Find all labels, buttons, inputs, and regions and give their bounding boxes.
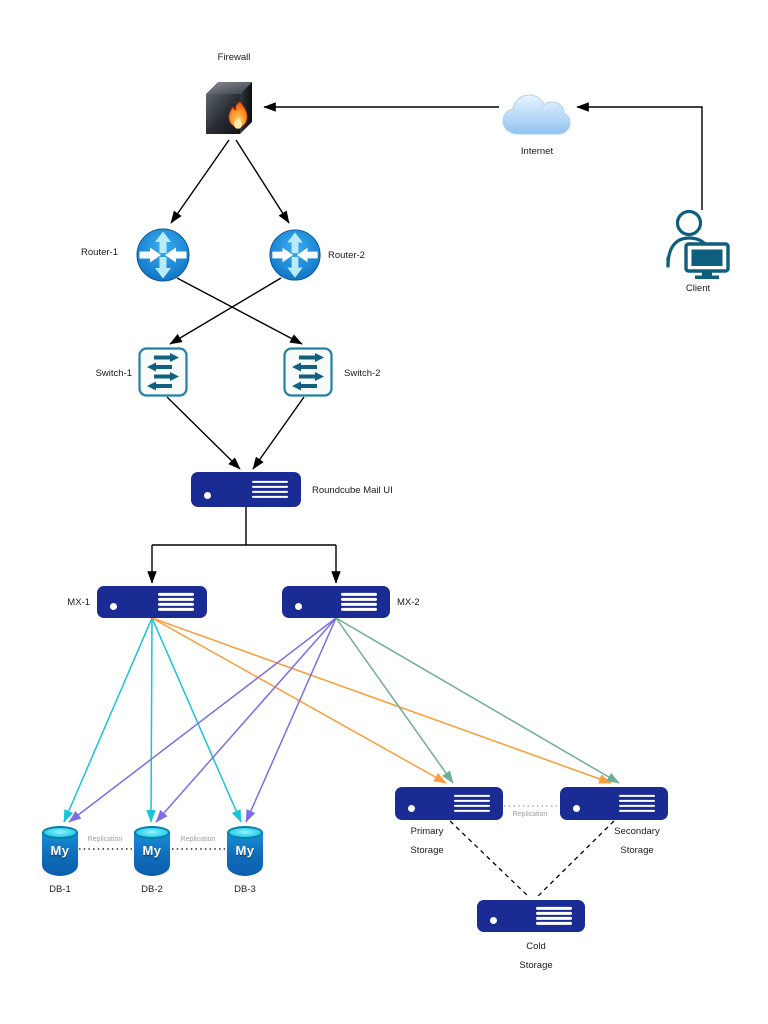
replication-label-db1-db2: Replication [87,836,123,843]
primary-storage-label-line1: Primary [410,826,444,837]
edge-mx2-db1 [68,617,337,823]
edge-switch1-roundcube [166,396,241,470]
edge-mx2-primary-storage [335,617,454,784]
secondary-storage-label-line2: Storage [620,844,654,856]
edge-mx2-secondary-storage [335,617,620,784]
internet-node [498,91,574,139]
primary-storage-label: Primary Storage [394,823,460,860]
server-led-icon [204,492,211,499]
router-icon [136,228,190,282]
mysql-cylinder-top-icon [227,826,263,839]
edge-router1-switch2 [176,277,303,345]
mx2-node [282,586,390,618]
switch-icon [283,347,333,397]
server-vents-icon [252,478,288,500]
mysql-cylinder-top-icon [42,826,78,839]
switch-icon [138,347,188,397]
primary-storage-node [395,787,503,820]
edge-mx1-db2 [146,617,156,823]
cold-storage-node [477,900,585,932]
roundcube-label: Roundcube Mail UI [312,485,393,496]
router-icon [269,229,321,281]
mysql-cylinder-icon [227,832,263,876]
secondary-storage-node [560,787,668,820]
router1-label: Router-1 [81,247,118,258]
mysql-logo-text: My [142,843,162,858]
replication-label-primary-secondary: Replication [512,811,548,818]
edge-mx1-db3 [151,617,242,823]
client-label: Client [685,283,711,294]
edge-mx2-db2 [155,617,337,823]
switch2-label: Switch-2 [344,368,381,379]
edge-client-internet [576,102,703,210]
replication-label-db2-db3: Replication [180,836,216,843]
db2-node: My [134,826,170,878]
db3-node: My [227,826,263,878]
server-led-icon [110,603,117,610]
server-vents-icon [158,591,194,613]
mysql-cylinder-icon [134,832,170,876]
db1-node: My [42,826,78,878]
edge-firewall-router2 [235,139,290,224]
switch1-node [138,347,188,397]
secondary-storage-label-line1: Secondary [614,826,660,837]
edge-switch2-roundcube [252,396,305,470]
db2-label: DB-2 [141,884,163,895]
mx2-label: MX-2 [397,597,420,608]
client-icon [666,209,730,279]
cloud-icon [502,94,571,135]
mysql-logo-text: My [235,843,255,858]
router1-node [135,227,191,283]
server-led-icon [573,805,580,812]
server-vents-icon [341,591,377,613]
primary-storage-label-line2: Storage [410,844,444,856]
client-node [664,208,732,280]
edge-router2-switch1 [169,277,282,345]
server-vents-icon [536,905,572,927]
edge-secondary-cold [536,820,615,898]
firewall-label: Firewall [217,52,251,63]
mx1-label: MX-1 [67,597,90,608]
edge-mx1-secondary-storage [151,617,612,784]
mx1-node [97,586,207,618]
cold-storage-label-line2: Storage [519,959,553,971]
cold-storage-label-line1: Cold [526,941,546,952]
mysql-cylinder-top-icon [134,826,170,839]
server-led-icon [490,917,497,924]
switch1-label: Switch-1 [95,368,132,379]
cold-storage-label: Cold Storage [503,938,569,975]
switch2-node [283,347,333,397]
server-led-icon [295,603,302,610]
router2-node [268,228,322,282]
server-led-icon [408,805,415,812]
edge-primary-cold [449,820,530,898]
mysql-cylinder-icon [42,832,78,876]
router2-label: Router-2 [328,250,365,261]
firewall-node [200,78,258,140]
server-vents-icon [619,792,655,814]
roundcube-node [191,472,301,507]
firewall-icon [206,82,252,134]
db3-label: DB-3 [234,884,256,895]
edge-firewall-router1 [170,139,230,224]
server-vents-icon [454,792,490,814]
internet-label: Internet [520,146,554,157]
secondary-storage-label: Secondary Storage [604,823,670,860]
db1-label: DB-1 [49,884,71,895]
edge-mx1-db1 [63,617,153,823]
edge-roundcube-split [152,507,336,546]
mysql-logo-text: My [50,843,70,858]
edge-mx2-db3 [245,617,337,823]
